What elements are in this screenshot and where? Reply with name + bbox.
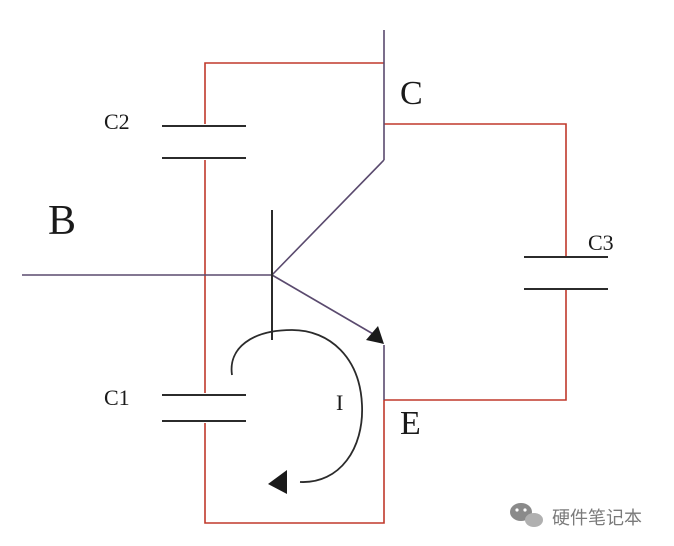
label-c3: C3	[588, 230, 614, 255]
watermark-text: 硬件笔记本	[552, 508, 642, 529]
c2-top-wire	[204, 62, 384, 124]
red-wires	[204, 62, 567, 524]
purple-wires	[22, 30, 385, 400]
capacitor-c2	[162, 125, 246, 159]
emitter-arrow	[366, 326, 384, 344]
capacitor-c3	[524, 256, 608, 290]
emitter-diagonal	[271, 274, 381, 339]
capacitor-c1	[162, 394, 246, 422]
current-loop-arrow	[230, 329, 363, 483]
collector-diagonal	[271, 159, 385, 276]
wechat-icon	[510, 503, 543, 527]
label-current: I	[336, 390, 343, 415]
label-emitter: E	[400, 405, 421, 442]
label-collector: C	[400, 75, 423, 112]
watermark: 硬件笔记本	[510, 503, 642, 529]
label-c2: C2	[104, 109, 130, 134]
c3-loop-wire	[384, 123, 567, 401]
current-loop-arrowhead	[268, 470, 287, 494]
c1-bottom-wire	[204, 400, 385, 524]
label-base: B	[48, 198, 76, 244]
label-c1: C1	[104, 385, 130, 410]
